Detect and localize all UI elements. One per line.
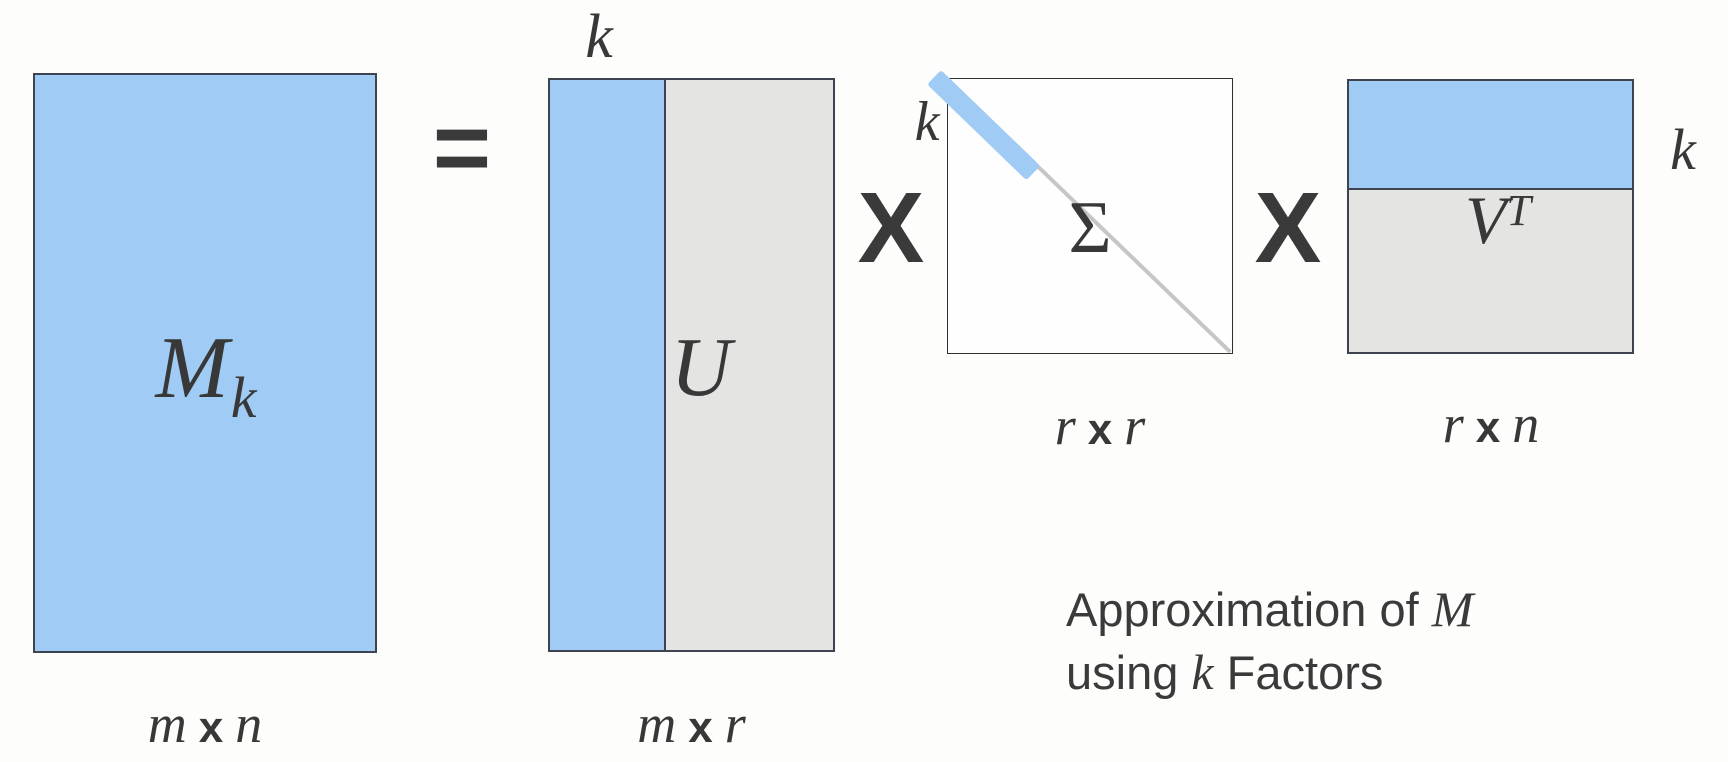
caption-text: Approximation of M using k Factors [1066, 578, 1473, 704]
vt-base: V [1464, 182, 1507, 258]
matrix-vt-k-rows-highlight [1349, 81, 1632, 190]
caption-line-2: using k Factors [1066, 641, 1473, 704]
dim-r: r [1054, 396, 1076, 456]
matrix-vt-rect [1347, 79, 1634, 354]
matrix-m-subscript: k [230, 365, 257, 430]
dim-m: m [637, 694, 677, 754]
dim-r: r [1442, 394, 1464, 454]
dim-times-glyph: x [1475, 403, 1501, 452]
matrix-u-rect [548, 78, 835, 652]
matrix-m-symbol: M [155, 320, 229, 417]
matrix-sigma-symbol: Σ [1068, 187, 1112, 269]
matrix-u-k-columns-highlight [550, 80, 666, 650]
caption-line2-text: using [1066, 646, 1192, 699]
caption-line2-suffix: Factors [1213, 646, 1384, 699]
dim-times-glyph: x [198, 703, 224, 752]
dim-n: n [1512, 394, 1540, 454]
caption-math-k: k [1191, 644, 1214, 700]
k-label-above-u: k [585, 3, 613, 71]
dim-r: r [724, 694, 746, 754]
matrix-vt-symbol: VT [1450, 186, 1546, 263]
dim-n: n [235, 694, 263, 754]
equals-operator: = [432, 91, 492, 204]
multiply-operator-1: X [857, 171, 925, 284]
k-label-vt: k [1670, 117, 1696, 182]
caption-line-1: Approximation of M [1066, 578, 1473, 641]
dim-r: r [1124, 396, 1146, 456]
dim-times-glyph: x [1087, 405, 1113, 454]
matrix-m-label: Mk [155, 325, 256, 431]
matrix-u-symbol: U [670, 321, 732, 414]
k-label-sigma: k [914, 91, 940, 153]
dim-times-glyph: x [688, 703, 713, 752]
matrix-m-rect: Mk [33, 73, 377, 653]
vt-transpose-superscript: T [1506, 186, 1532, 235]
caption-line1-text: Approximation of [1066, 583, 1432, 636]
caption-math-m: M [1431, 581, 1474, 637]
dim-m: m [147, 694, 187, 754]
multiply-operator-2: X [1254, 171, 1322, 284]
